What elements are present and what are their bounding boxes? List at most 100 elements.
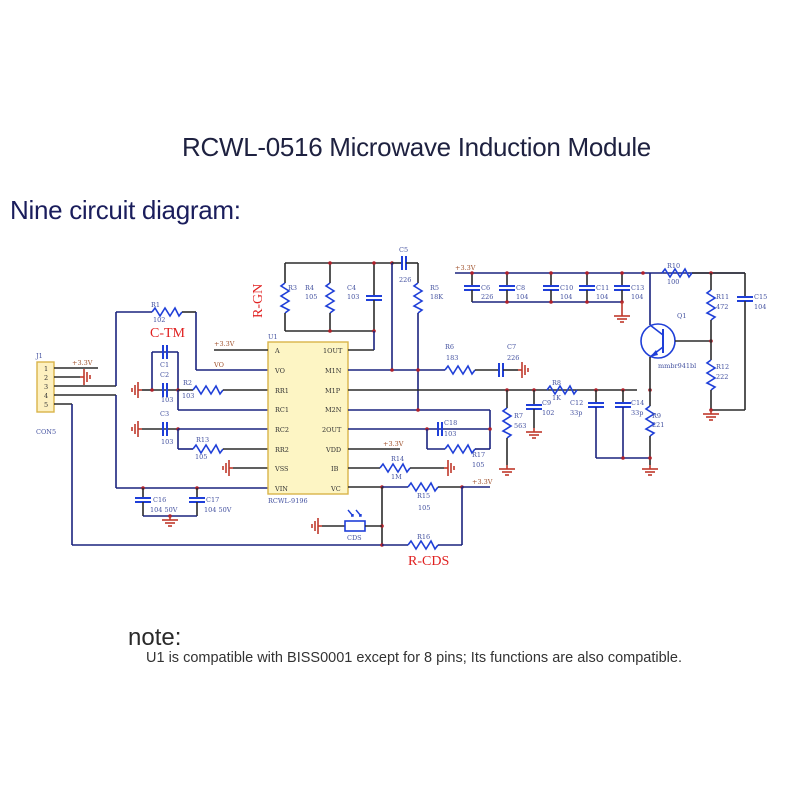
- power-label-vdd: +3.3V: [383, 440, 404, 448]
- r14-ref: R14: [391, 455, 404, 463]
- connector-name: CON5: [36, 428, 56, 436]
- c4-ref: C4: [347, 284, 356, 292]
- connector-pin-1: 1: [44, 365, 48, 373]
- ic-pin-rr1: RR1: [275, 387, 289, 395]
- c7-ref: C7: [507, 343, 516, 351]
- connector-pin-5: 5: [44, 401, 48, 409]
- q1-part: mmbr941bl: [658, 362, 696, 370]
- r-gn-label: R-GN: [251, 284, 266, 318]
- c4-value: 103: [347, 293, 359, 301]
- c14-ref: C14: [631, 399, 644, 407]
- r11-ref: R11: [716, 293, 729, 301]
- connector-ref: J1: [35, 352, 43, 360]
- ic-pin-rc2: RC2: [275, 426, 289, 434]
- power-label-decoupling: +3.3V: [455, 264, 476, 272]
- ic-pin-vin: VIN: [274, 485, 288, 493]
- connector-j1: J1 1 2 3 4 5 CON5: [35, 352, 56, 436]
- ic-pin-m2n: M2N: [325, 406, 342, 414]
- ic-pin-rc1: RC1: [275, 406, 289, 414]
- c3-value: 103: [161, 438, 173, 446]
- r15-ref: R15: [417, 492, 430, 500]
- r12-value: 222: [716, 373, 728, 381]
- r5-value: 18K: [430, 293, 443, 301]
- c17-ref: C17: [206, 496, 219, 504]
- c-tm-label: C-TM: [150, 326, 186, 341]
- r13-value: 105: [195, 453, 207, 461]
- c16-ref: C16: [153, 496, 166, 504]
- r15-value: 105: [418, 504, 430, 512]
- r8-value: 1K: [552, 394, 561, 402]
- ic-pin-a: A: [274, 347, 280, 355]
- c7-value: 226: [507, 354, 519, 362]
- ic-pin-vss: VSS: [274, 465, 289, 473]
- c9-value: 102: [542, 409, 554, 417]
- r2-value: 103: [182, 392, 194, 400]
- r4-ref: R4: [305, 284, 314, 292]
- connector-pin-4: 4: [44, 392, 48, 400]
- r9-ref: R9: [652, 412, 661, 420]
- c10-value: 104: [560, 293, 572, 301]
- q1-ref: Q1: [677, 312, 686, 320]
- connector-pin-3: 3: [44, 383, 48, 391]
- c5-value: 226: [399, 276, 411, 284]
- ic-pin-2out: 2OUT: [322, 426, 342, 434]
- c17-value: 104 50V: [204, 506, 232, 514]
- r3-ref: R3: [288, 284, 297, 292]
- transistor-q1: Q1 mmbr941bl: [640, 312, 696, 370]
- r7-value: 563: [514, 422, 526, 430]
- r6-ref: R6: [445, 343, 454, 351]
- ic-pin-m1p: M1P: [325, 387, 341, 395]
- r4-value: 105: [305, 293, 317, 301]
- r9-value: 221: [652, 421, 664, 429]
- r-cds-label: R-CDS: [408, 554, 449, 569]
- decoupling-caps: [463, 271, 645, 323]
- ic-pin-ib: IB: [331, 465, 339, 473]
- c11-ref: C11: [596, 284, 609, 292]
- r17-value: 105: [472, 461, 484, 469]
- c11-value: 104: [596, 293, 608, 301]
- r10-ref: R10: [667, 262, 680, 270]
- c12-ref: C12: [570, 399, 583, 407]
- c2-ref: C2: [160, 371, 169, 379]
- r17-ref: R17: [472, 451, 485, 459]
- r2-ref: R2: [183, 379, 192, 387]
- c3-ref: C3: [160, 410, 169, 418]
- r8-ref: R8: [552, 379, 561, 387]
- r16-ref: R16: [417, 533, 430, 541]
- page-title: RCWL-0516 Microwave Induction Module: [182, 132, 651, 162]
- c13-value: 104: [631, 293, 643, 301]
- cds-ref: CDS: [347, 534, 362, 542]
- c18-ref: C18: [444, 419, 457, 427]
- c6-value: 226: [481, 293, 493, 301]
- ic-pin-vo: VO: [274, 367, 285, 375]
- power-label-j1: +3.3V: [72, 359, 93, 367]
- c14-value: 33p: [631, 409, 643, 417]
- connector-pin-2: 2: [44, 374, 48, 382]
- c15-value: 104: [754, 303, 766, 311]
- r13-ref: R13: [196, 436, 209, 444]
- r1-value: 102: [153, 316, 165, 324]
- r14-value: 1M: [391, 473, 402, 481]
- c10-ref: C10: [560, 284, 573, 292]
- net-label-vo: VO: [213, 361, 224, 369]
- c8-value: 104: [516, 293, 528, 301]
- c18-value: 103: [444, 430, 456, 438]
- c12-value: 33p: [570, 409, 582, 417]
- r12-ref: R12: [716, 363, 729, 371]
- ic-pin-1out: 1OUT: [323, 347, 343, 355]
- ic-pin-vdd: VDD: [325, 446, 341, 454]
- photoresistor-cds: CDS: [311, 509, 382, 542]
- ic-pin-vc: VC: [330, 485, 341, 493]
- c8-ref: C8: [516, 284, 525, 292]
- r5-ref: R5: [430, 284, 439, 292]
- c15-ref: C15: [754, 293, 767, 301]
- c2-value: 103: [161, 396, 173, 404]
- r10-value: 100: [667, 278, 679, 286]
- c13-ref: C13: [631, 284, 644, 292]
- note-body: U1 is compatible with BISS0001 except fo…: [146, 650, 682, 666]
- c5-ref: C5: [399, 246, 408, 254]
- note-heading: note:: [128, 624, 182, 651]
- r1-ref: R1: [151, 301, 160, 309]
- power-label-vc: +3.3V: [472, 478, 493, 486]
